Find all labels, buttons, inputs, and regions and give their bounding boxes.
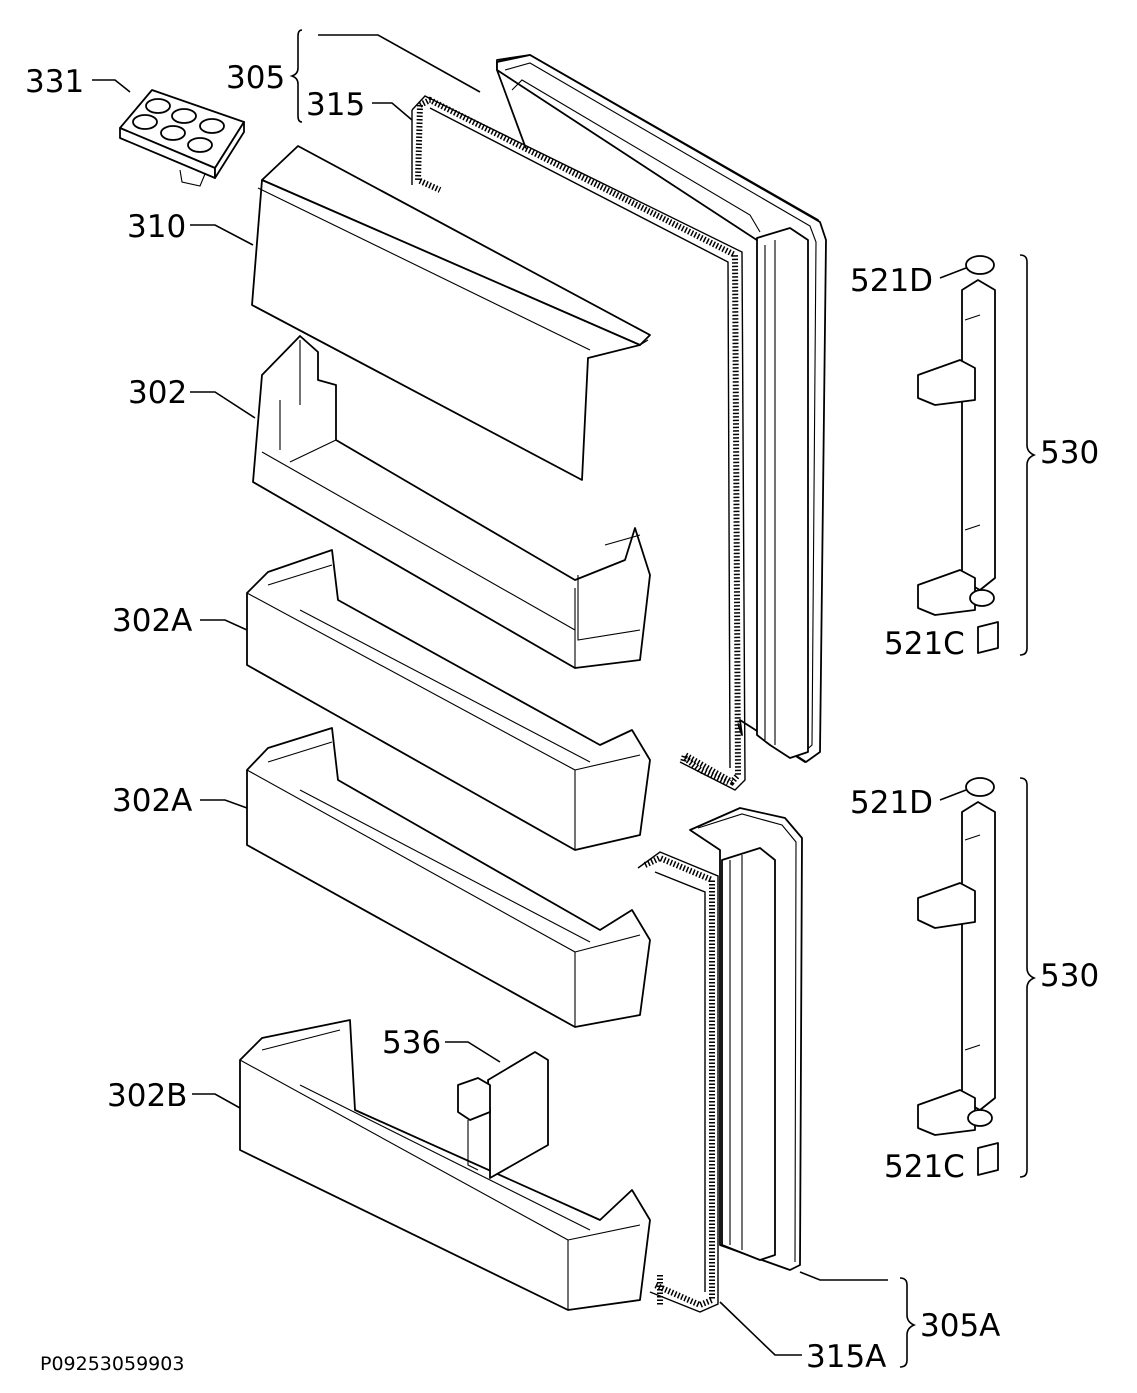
bottle-divider-536 [457, 1051, 549, 1179]
label-530-upper: 530 [1040, 435, 1099, 471]
leader-521d-2 [939, 789, 967, 801]
label-302b: 302B [107, 1078, 187, 1114]
brace-305 [289, 29, 303, 123]
handle-530-lower [917, 777, 999, 1176]
door-shelf-302b [239, 1019, 651, 1311]
leader-302a-1 [200, 619, 248, 631]
label-521d-upper: 521D [850, 263, 933, 299]
leader-305a [799, 1271, 888, 1281]
drawing-code: P09253059903 [40, 1353, 184, 1375]
label-521c-lower: 521C [884, 1149, 965, 1185]
leader-305 [318, 34, 481, 93]
brace-530-upper [1019, 254, 1037, 656]
label-530-lower: 530 [1040, 958, 1099, 994]
label-536: 536 [382, 1025, 441, 1061]
leader-536 [445, 1041, 501, 1063]
label-302: 302 [128, 375, 187, 411]
door-shelf-302 [252, 335, 651, 669]
leader-310 [190, 224, 254, 246]
label-302a-upper: 302A [112, 603, 192, 639]
leader-315 [372, 102, 413, 121]
leader-302 [190, 391, 256, 419]
leader-302b [192, 1093, 241, 1109]
door-shelf-302a-upper [246, 549, 651, 851]
brace-305a [899, 1277, 917, 1368]
label-521d-lower: 521D [850, 785, 933, 821]
leader-521d-1 [939, 267, 967, 279]
label-521c-upper: 521C [884, 626, 965, 662]
label-302a-lower: 302A [112, 783, 192, 819]
label-310: 310 [127, 209, 186, 245]
label-305: 305 [226, 60, 285, 96]
label-305a: 305A [920, 1308, 1000, 1344]
label-315a: 315A [806, 1339, 886, 1375]
dairy-flap-310 [251, 145, 651, 481]
leader-302a-2 [200, 799, 248, 809]
lower-gasket-315a [637, 851, 719, 1313]
leader-315a [719, 1301, 802, 1356]
handle-530-upper [917, 255, 999, 654]
door-shelf-302a-lower [246, 727, 651, 1028]
label-331: 331 [25, 64, 84, 100]
egg-tray-331 [119, 89, 245, 187]
leader-331 [92, 79, 131, 93]
label-315: 315 [306, 87, 365, 123]
brace-530-lower [1019, 777, 1037, 1178]
lower-door-305a [689, 807, 803, 1271]
